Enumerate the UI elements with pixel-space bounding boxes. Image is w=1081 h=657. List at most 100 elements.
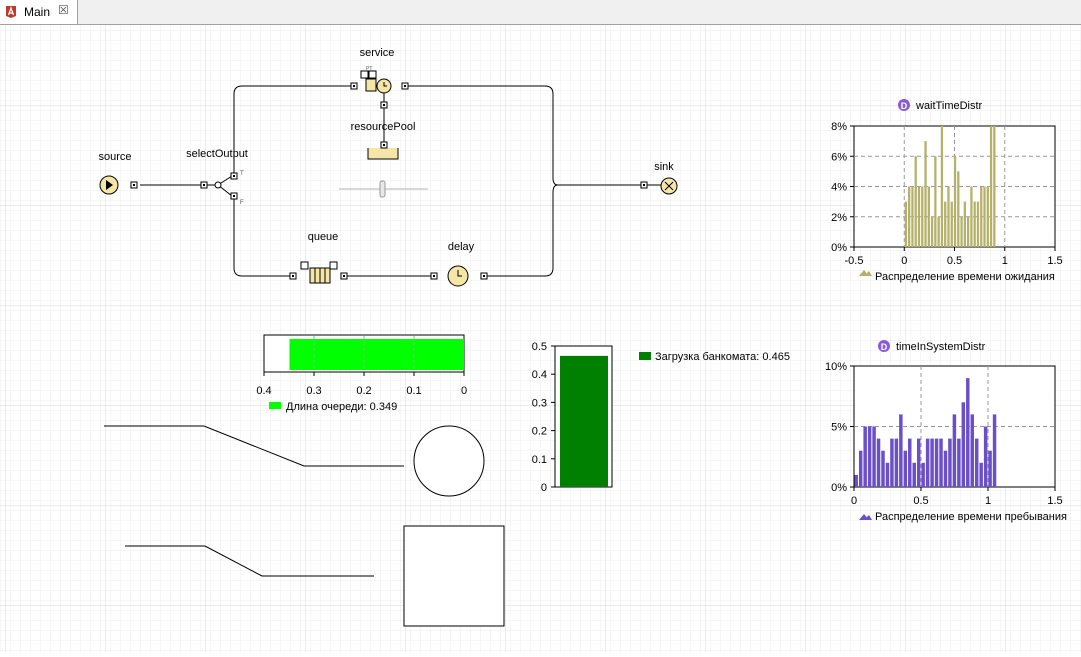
histogram-bar <box>986 186 989 247</box>
port-true-label: T <box>240 171 244 177</box>
histogram-bar <box>963 201 966 247</box>
atm-axis-label: 0.4 <box>532 369 547 381</box>
histogram-bar <box>908 438 912 487</box>
close-icon[interactable]: ☒ <box>58 3 69 17</box>
histogram-bar <box>854 474 858 487</box>
queue-axis-label: 0.1 <box>406 385 421 397</box>
histogram-bar <box>974 438 979 487</box>
queue-axis-label: 0.4 <box>256 385 271 397</box>
port-false-label: F <box>240 200 244 206</box>
model-canvas[interactable]: source selectOutput T F service <box>0 25 1081 652</box>
y-tick-label: 2% <box>831 212 847 224</box>
histogram-bar <box>903 450 908 487</box>
histogram-bar <box>970 414 974 487</box>
histogram-bar <box>912 462 916 487</box>
y-tick-label: 8% <box>831 121 847 133</box>
histogram-bar <box>993 126 996 247</box>
histogram-bar <box>934 438 939 487</box>
histogram-bar <box>943 450 948 487</box>
delay-label: delay <box>448 241 475 253</box>
histogram-bar <box>950 201 953 247</box>
histogram-bar <box>988 450 992 487</box>
tab-main-label: Main <box>24 5 51 19</box>
queue-legend-text: Длина очереди: 0.349 <box>286 401 397 413</box>
x-tick-label: -0.5 <box>845 255 864 267</box>
histogram-bar <box>921 462 925 487</box>
histogram-bar <box>930 438 934 487</box>
histogram-bar <box>970 186 973 247</box>
histogram-bar <box>979 462 983 487</box>
tab-main[interactable]: Main ☒ <box>0 0 78 24</box>
y-tick-label: 10% <box>825 361 847 373</box>
histogram-bar <box>890 438 894 487</box>
time-in-system-title: timeInSystemDistr <box>896 341 986 353</box>
queue-block[interactable] <box>289 261 348 284</box>
histogram-bar <box>960 216 963 247</box>
x-tick-label: 1.5 <box>1047 495 1062 507</box>
decorative-shapes <box>104 425 505 627</box>
atm-axis-label: 0.5 <box>532 341 547 353</box>
histogram-bar <box>904 201 908 247</box>
anylogic-logo-icon <box>6 6 16 18</box>
atm-legend-text: Загрузка банкомата: 0.465 <box>655 351 790 363</box>
histogram-bar <box>983 186 986 247</box>
polyline-shape-2 <box>125 545 374 577</box>
x-tick-label: 1 <box>1002 255 1008 267</box>
atm-bar-fill <box>560 355 608 487</box>
wait-time-title: waitTimeDistr <box>915 100 983 112</box>
canvas-grid <box>0 25 1081 652</box>
histogram-bar <box>916 438 921 487</box>
histogram-bar <box>976 201 980 247</box>
queue-axis-label: 0.3 <box>306 385 321 397</box>
histogram-bar <box>973 201 976 247</box>
queue-legend-swatch <box>269 402 281 409</box>
histogram-bar <box>952 414 957 487</box>
queue-bar-fill <box>289 339 464 370</box>
histogram-bar <box>881 450 885 487</box>
histogram-bar <box>930 216 934 247</box>
histogram-bar <box>885 462 890 487</box>
process-flowchart: source selectOutput T F service <box>98 47 678 287</box>
histogram-bar <box>944 201 947 247</box>
source-label: source <box>98 151 131 163</box>
canvas-svg: source selectOutput T F service <box>0 25 1081 652</box>
select-output-block[interactable] <box>200 172 238 200</box>
histogram-bar <box>934 156 937 247</box>
x-tick-label: 0.5 <box>947 255 962 267</box>
svg-text:D: D <box>901 101 908 111</box>
atm-axis-label: 0 <box>541 482 547 494</box>
wait-time-legend-text: Распределение времени ожидания <box>875 271 1055 283</box>
histogram-bar <box>914 156 917 247</box>
histogram-bar <box>966 216 970 247</box>
slider-control[interactable] <box>339 180 428 198</box>
rectangle-shape <box>403 525 505 627</box>
delay-block[interactable] <box>430 265 488 287</box>
atm-load-bar-indicator: 0.5 0.4 0.3 0.2 0.1 0 Загрузка банкомата: 0.4… <box>532 341 790 494</box>
histogram-bar <box>939 438 943 487</box>
histogram-bar <box>921 186 924 247</box>
x-tick-label: 0 <box>901 255 907 267</box>
histogram-bar <box>917 186 921 247</box>
y-tick-label: 0% <box>831 482 847 494</box>
service-block[interactable] <box>350 70 409 109</box>
histogram-bar <box>858 450 863 487</box>
source-block[interactable] <box>99 175 138 195</box>
atm-legend-swatch <box>639 352 651 360</box>
resource-pool-block[interactable] <box>367 141 399 160</box>
histogram-bar <box>924 141 927 247</box>
atm-axis-label: 0.3 <box>532 397 547 409</box>
sink-block[interactable] <box>640 177 678 195</box>
x-tick-label: 0 <box>851 495 857 507</box>
atm-axis-label: 0.1 <box>532 454 547 466</box>
queue-axis-label: 0 <box>461 385 467 397</box>
histogram-bar <box>947 186 950 247</box>
histogram-bar <box>957 171 960 247</box>
histogram-bar <box>867 426 872 487</box>
svg-text:D: D <box>881 342 888 352</box>
atm-axis-label: 0.2 <box>532 426 547 438</box>
histogram-bar <box>925 438 930 487</box>
histogram-bar <box>927 186 930 247</box>
